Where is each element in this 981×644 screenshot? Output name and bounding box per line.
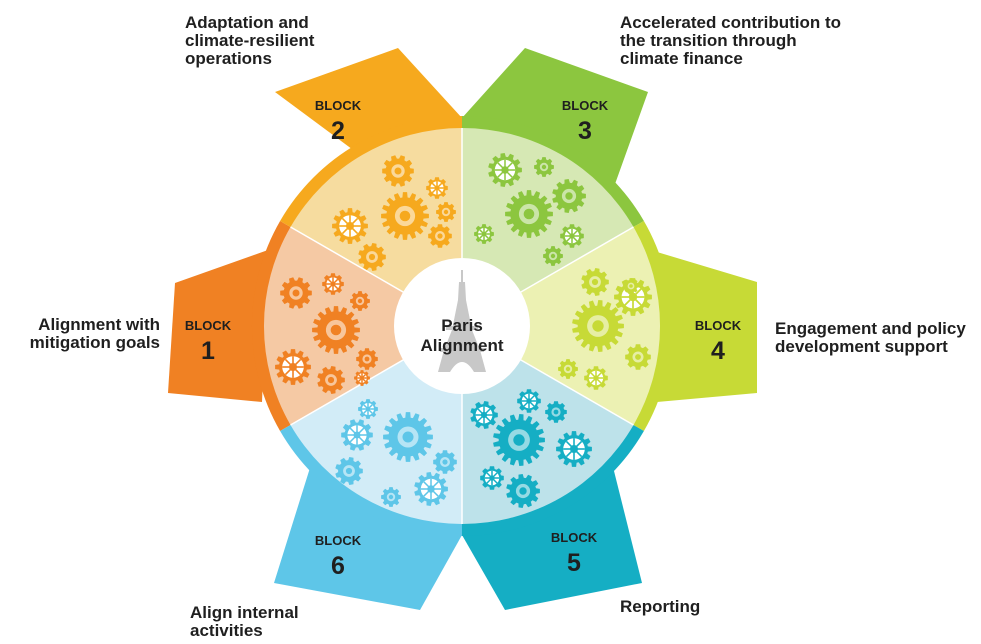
gear-icon <box>480 466 504 490</box>
block-6-number: 6 <box>331 552 345 580</box>
caption-block-6: Align internal activities <box>190 603 299 640</box>
gear-icon <box>428 224 452 248</box>
block-6-tab <box>274 455 462 610</box>
block-6-gears <box>335 399 457 507</box>
gear-icon <box>543 246 563 266</box>
gear-icon <box>275 349 311 385</box>
gear-icon <box>414 472 448 506</box>
gear-icon <box>356 348 378 370</box>
gear-icon <box>317 366 345 394</box>
gear-icon <box>470 401 498 429</box>
gear-icon <box>382 155 414 187</box>
block-1-prefix: BLOCK <box>185 318 232 333</box>
gear-icon <box>436 202 456 222</box>
block-1-wedge <box>263 227 462 425</box>
gear-icon <box>545 401 567 423</box>
gear-icon <box>332 208 368 244</box>
block-6-prefix: BLOCK <box>315 533 362 548</box>
gear-icon <box>358 399 378 419</box>
block-4-tab <box>657 252 757 402</box>
gear-icon <box>556 431 592 467</box>
block-3-tab <box>462 48 648 198</box>
gear-icon <box>552 179 586 213</box>
block-5-prefix: BLOCK <box>551 530 598 545</box>
block-4-gears <box>558 268 652 390</box>
gear-icon <box>322 273 344 295</box>
gear-icon <box>558 359 578 379</box>
gear-icon <box>584 366 608 390</box>
gear-icon <box>381 192 429 240</box>
eiffel-tower-icon <box>438 270 486 372</box>
gear-icon <box>341 419 373 451</box>
block-3-number: 3 <box>578 117 592 145</box>
block-4-prefix: BLOCK <box>695 318 742 333</box>
gear-clusters <box>275 153 652 508</box>
gear-icon <box>358 243 386 271</box>
gear-icon <box>517 389 541 413</box>
gear-icon <box>280 277 312 309</box>
block-tabs <box>168 48 757 610</box>
block-3-prefix: BLOCK <box>562 98 609 113</box>
block-2-number: 2 <box>331 117 345 145</box>
caption-block-5: Reporting <box>620 597 701 616</box>
caption-block-4: Engagement and policy development suppor… <box>775 319 966 356</box>
gear-icon <box>505 190 553 238</box>
gear-icon <box>383 412 433 462</box>
gear-icon <box>560 224 584 248</box>
gear-icon <box>493 414 545 466</box>
block-5-tab <box>462 455 642 610</box>
block-3-gears <box>474 153 586 266</box>
gear-icon <box>312 306 360 354</box>
gear-icon <box>623 278 639 294</box>
block-4-wedge <box>462 227 661 425</box>
block-4-number: 4 <box>711 337 725 365</box>
gear-icon <box>426 177 448 199</box>
gear-icon <box>572 300 624 352</box>
gear-icon <box>433 450 457 474</box>
gear-icon <box>354 370 370 386</box>
block-2-prefix: BLOCK <box>315 98 362 113</box>
block-1-number: 1 <box>201 337 215 365</box>
block-2-gears <box>332 155 456 271</box>
gear-icon <box>534 157 554 177</box>
block-1-gears <box>275 273 378 394</box>
caption-block-3: Accelerated contribution to the transiti… <box>620 13 842 68</box>
block-5-number: 5 <box>567 549 581 577</box>
gear-icon <box>488 153 522 187</box>
caption-block-2: Adaptation and climate-resilient operati… <box>185 13 315 68</box>
block-5-gears <box>470 389 592 508</box>
gear-icon <box>350 291 370 311</box>
gear-icon <box>381 487 401 507</box>
gear-icon <box>506 474 540 508</box>
gear-icon <box>581 268 609 296</box>
caption-block-1: Alignment with mitigation goals <box>29 315 160 352</box>
gear-icon <box>474 224 494 244</box>
gear-icon <box>625 344 651 370</box>
block-1-tab <box>168 250 268 402</box>
gear-icon <box>335 457 363 485</box>
